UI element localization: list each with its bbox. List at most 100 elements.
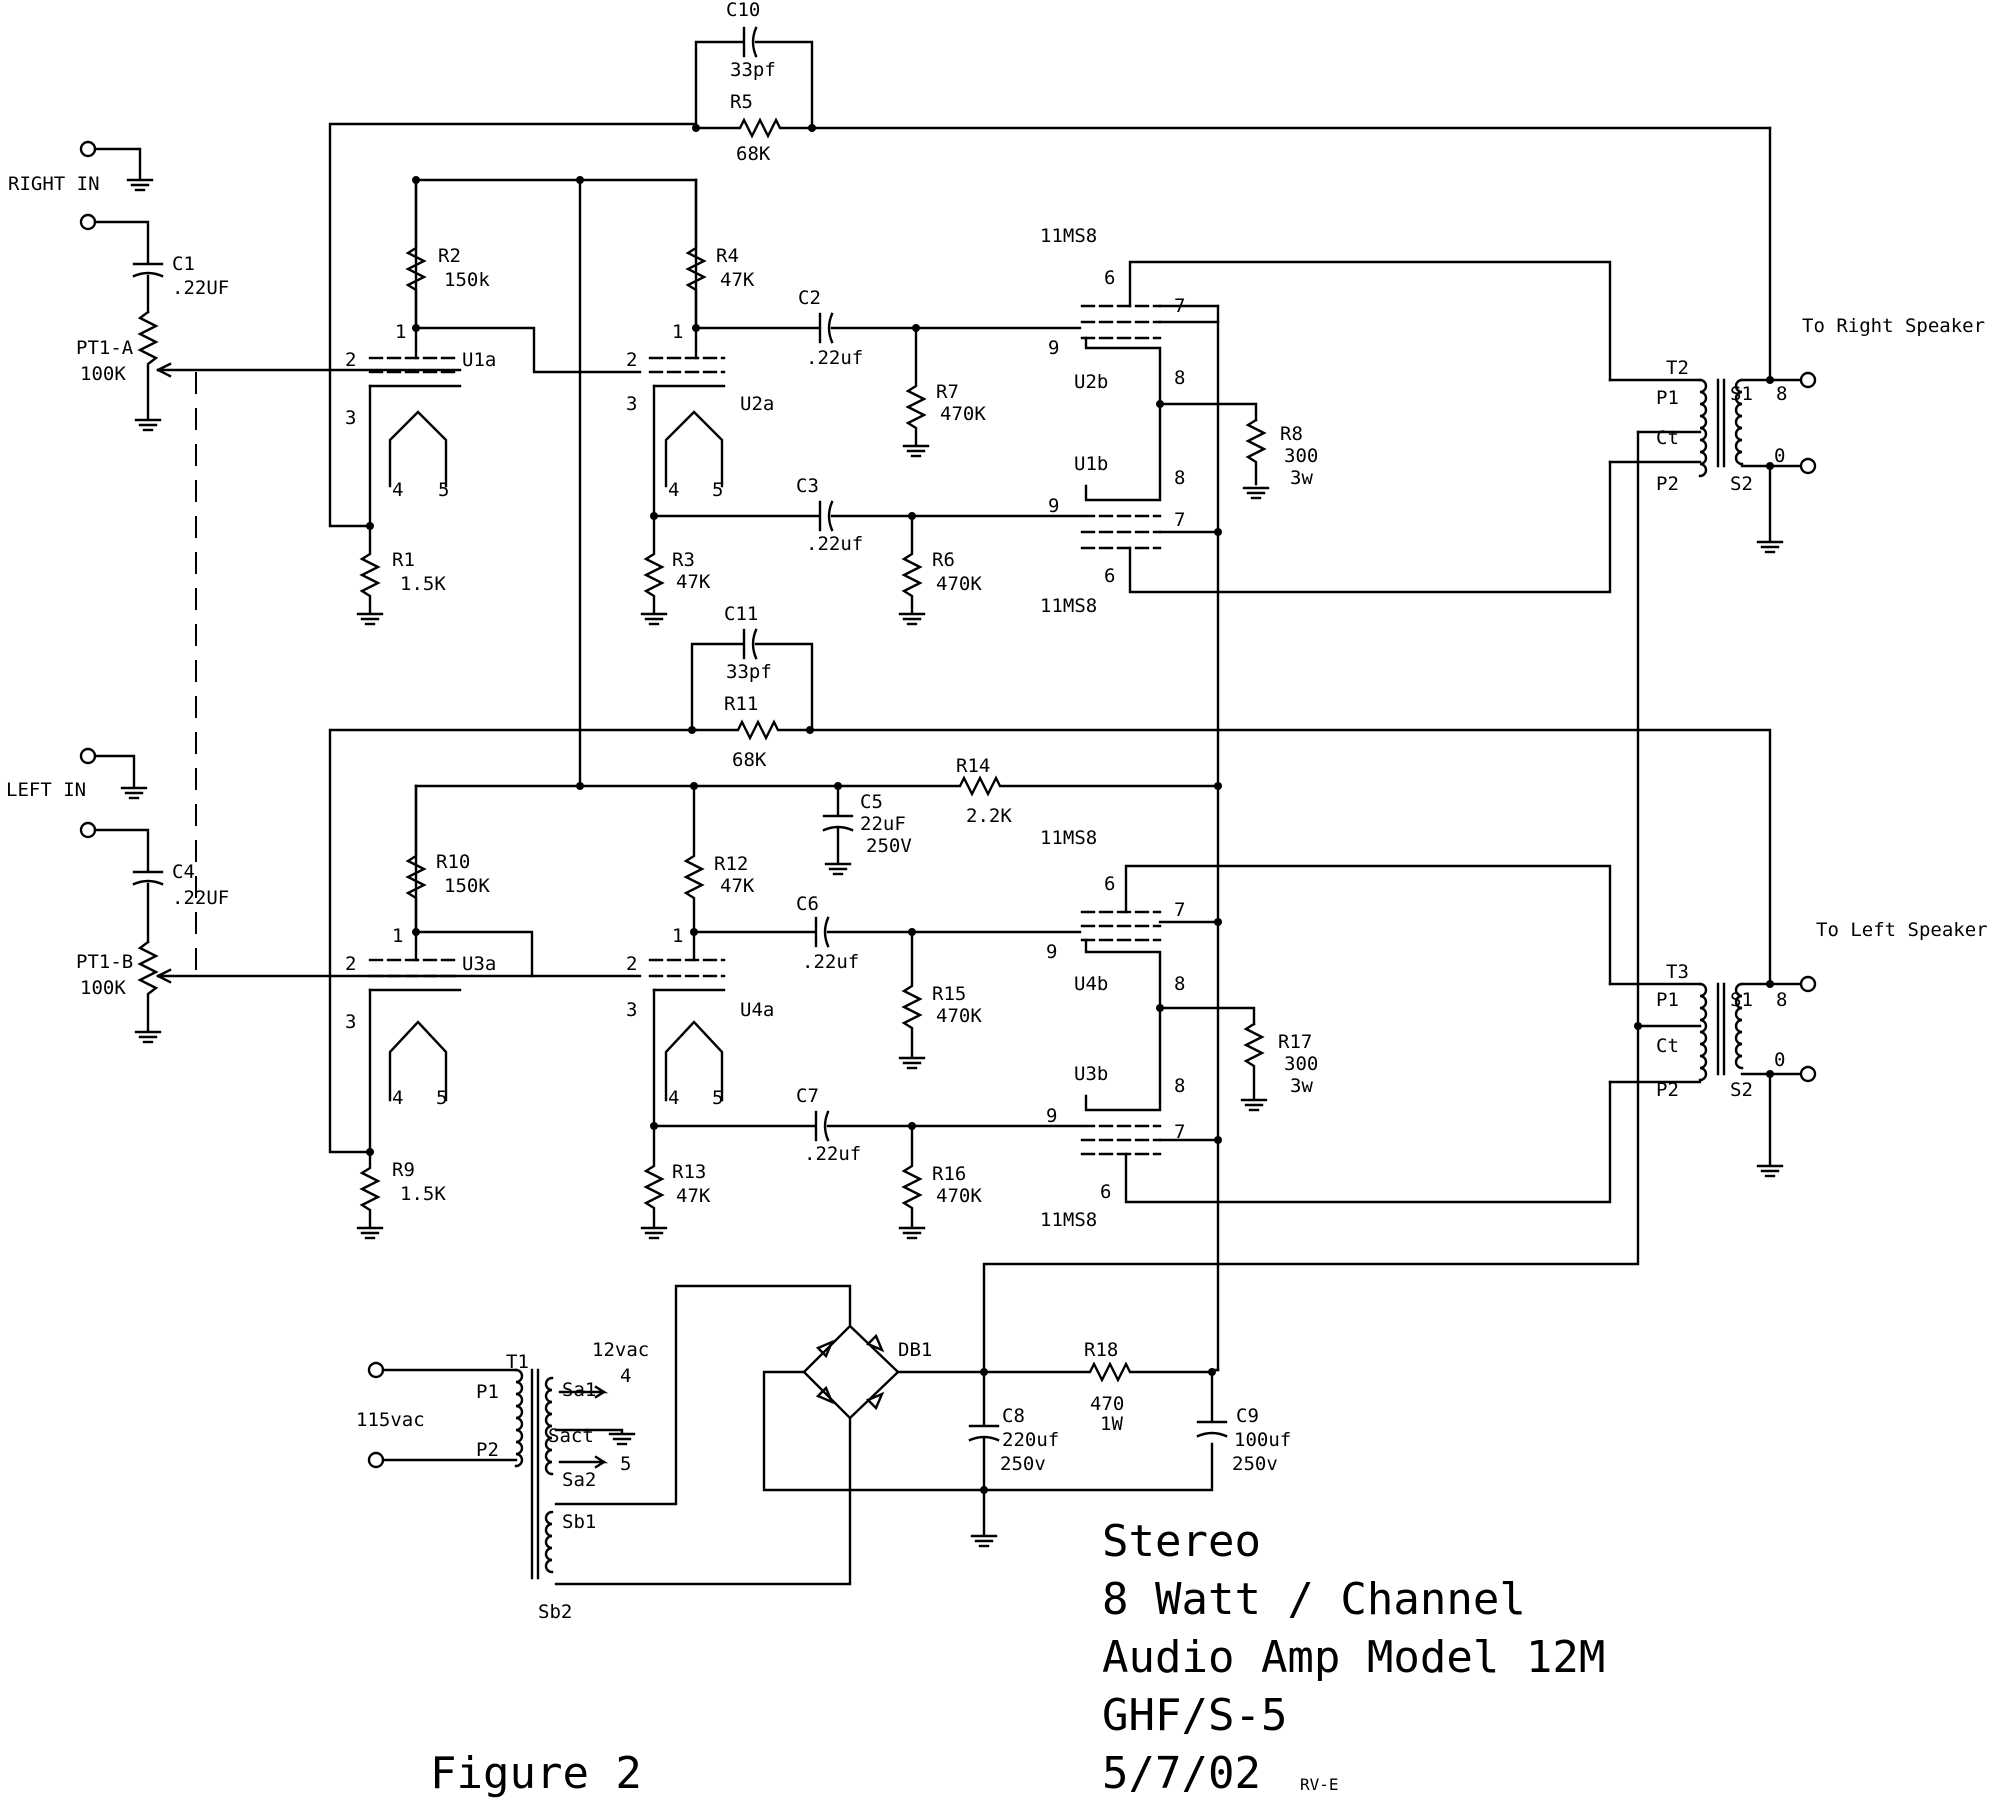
- tap-label: Ct: [1656, 427, 1679, 449]
- tap-label: Ct: [1656, 1035, 1679, 1057]
- c8-rating: 250v: [1000, 1453, 1046, 1475]
- tap-label: Sa1: [562, 1379, 596, 1401]
- tube-u1b: [1080, 402, 1612, 594]
- u1a-label: U1a: [462, 349, 496, 371]
- right-channel: RIGHT IN C1 .22UF PT1-A 100K: [8, 0, 1985, 1372]
- c1-value: .22UF: [172, 277, 229, 299]
- pin-label: 7: [1174, 295, 1185, 317]
- mains-terminal: [367, 1451, 385, 1469]
- r14-label: R14: [956, 755, 990, 777]
- pin-label: 1: [395, 321, 406, 343]
- capacitor-c4: [132, 870, 164, 944]
- pin-label: 7: [1174, 1121, 1185, 1143]
- c9-rating: 250v: [1232, 1453, 1278, 1475]
- pin-label: 2: [345, 349, 356, 371]
- r6-value: 470K: [936, 573, 982, 595]
- r16-label: R16: [932, 1163, 966, 1185]
- ground-symbol: [898, 612, 926, 626]
- pin-label: 9: [1046, 941, 1057, 963]
- tap-label: Sa2: [562, 1469, 596, 1491]
- c10-value: 33pf: [730, 59, 776, 81]
- capacitor-c11: [690, 628, 814, 732]
- mains-label: 115vac: [356, 1409, 425, 1431]
- r10-label: R10: [436, 851, 470, 873]
- pin-label: 3: [626, 999, 637, 1021]
- r10-value: 150K: [444, 875, 490, 897]
- u3a-label: U3a: [462, 953, 496, 975]
- u2b-label: U2b: [1074, 371, 1108, 393]
- ground-symbol: [134, 418, 162, 432]
- tap-label: S1: [1730, 989, 1753, 1011]
- title-line-3: Audio Amp Model 12M: [1102, 1632, 1605, 1683]
- t3-label: T3: [1666, 961, 1689, 983]
- ground-symbol: [126, 178, 154, 192]
- r15-label: R15: [932, 983, 966, 1005]
- r3-value: 47K: [676, 571, 711, 593]
- r17-rating: 3w: [1290, 1075, 1313, 1097]
- capacitor-c10: [694, 26, 814, 130]
- bridge-rectifier-db1: [802, 1324, 900, 1420]
- capacitor-c9: [1196, 1420, 1228, 1438]
- pin-label: 9: [1046, 1105, 1057, 1127]
- title-line-2: 8 Watt / Channel: [1102, 1574, 1526, 1625]
- ground-symbol: [970, 1534, 998, 1548]
- capacitor-c1: [132, 262, 164, 314]
- r4-label: R4: [716, 245, 739, 267]
- c11-label: C11: [724, 603, 758, 625]
- pin-label: 4: [668, 479, 679, 501]
- ground-symbol: [356, 612, 384, 626]
- c5-rating: 250V: [866, 835, 912, 857]
- r17-value: 300: [1284, 1053, 1318, 1075]
- r8-label: R8: [1280, 423, 1303, 445]
- c6-label: C6: [796, 893, 819, 915]
- r1-label: R1: [392, 549, 415, 571]
- heater-voltage-label: 12vac: [592, 1339, 649, 1361]
- pin-label: 9: [1048, 495, 1059, 517]
- tap-label: P1: [1656, 387, 1679, 409]
- c8-value: 220uf: [1002, 1429, 1059, 1451]
- left-speaker-label: To Left Speaker: [1816, 919, 1988, 941]
- tap-label: S2: [1730, 473, 1753, 495]
- tap-label: S2: [1730, 1079, 1753, 1101]
- transformer-t2: [1608, 378, 1772, 478]
- c7-label: C7: [796, 1085, 819, 1107]
- tap-label: Sb1: [562, 1511, 596, 1533]
- r13-value: 47K: [676, 1185, 711, 1207]
- tube-type-label: 11MS8: [1040, 595, 1097, 617]
- left-speaker-terminal: [1799, 1065, 1817, 1083]
- pin-label: 7: [1174, 899, 1185, 921]
- pin-label: 6: [1100, 1181, 1111, 1203]
- ground-symbol: [898, 1056, 926, 1070]
- ground-symbol: [356, 1226, 384, 1240]
- tap-label: P1: [476, 1381, 499, 1403]
- title-block: Stereo 8 Watt / Channel Audio Amp Model …: [430, 1516, 1605, 1799]
- db1-label: DB1: [898, 1339, 932, 1361]
- left-in-ground-terminal: [79, 747, 97, 765]
- r12-value: 47K: [720, 875, 755, 897]
- r9-value: 1.5K: [400, 1183, 446, 1205]
- tap-label: P2: [1656, 473, 1679, 495]
- right-in-terminal: [79, 213, 97, 231]
- tap-label: 0: [1774, 445, 1785, 467]
- r14-value: 2.2K: [966, 805, 1012, 827]
- c5-label: C5: [860, 791, 883, 813]
- pin-label: 6: [1104, 565, 1115, 587]
- r6-label: R6: [932, 549, 955, 571]
- c11-value: 33pf: [726, 661, 772, 683]
- pin-label: 1: [672, 925, 683, 947]
- ground-symbol: [1756, 1164, 1784, 1178]
- u2a-label: U2a: [740, 393, 774, 415]
- c3-label: C3: [796, 475, 819, 497]
- pin-label: 4: [392, 479, 403, 501]
- c7-value: .22uf: [804, 1143, 861, 1165]
- c3-value: .22uf: [806, 533, 863, 555]
- capacitor-c8: [968, 1370, 1000, 1536]
- pin-label: 2: [626, 349, 637, 371]
- pin-label: 2: [626, 953, 637, 975]
- pin-label: 4: [392, 1087, 403, 1109]
- pin-label: 6: [1104, 873, 1115, 895]
- r11-label: R11: [724, 693, 758, 715]
- pin-label: 8: [1174, 367, 1185, 389]
- pt1b-value: 100K: [80, 977, 126, 999]
